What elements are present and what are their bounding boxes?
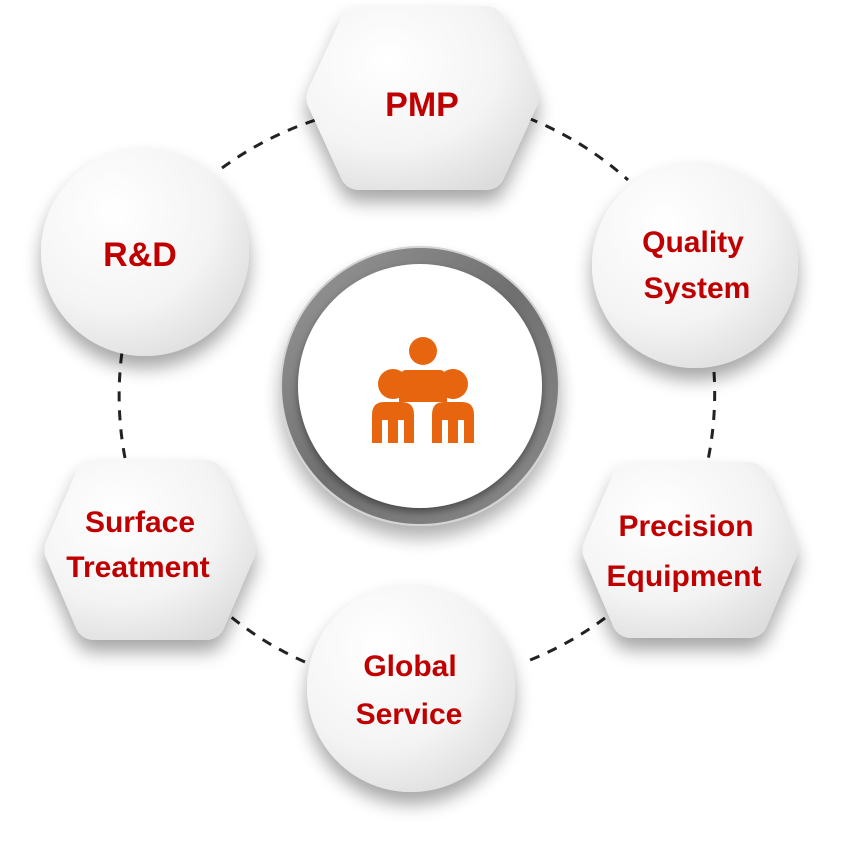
node-label-pmp: PMP — [385, 86, 459, 124]
people-group-icon — [372, 337, 474, 443]
node-label-quality-system-line1: Quality — [642, 226, 744, 259]
node-pmp: PMP — [306, 6, 539, 190]
node-rd: R&D — [41, 148, 249, 356]
node-label-rd: R&D — [103, 236, 177, 274]
node-precision-equipment: Precision Equipment — [582, 462, 798, 638]
node-quality-system: Quality System — [592, 162, 798, 368]
node-label-global-service-line1: Global — [363, 650, 456, 683]
connector-ring — [117, 116, 717, 664]
node-global-service: Global Service — [307, 584, 515, 792]
node-surface-treatment: Surface Treatment — [44, 460, 256, 640]
node-label-surface-treatment-line2: Treatment — [66, 551, 209, 584]
node-label-precision-equipment-line1: Precision — [618, 510, 753, 543]
node-label-quality-system-line2: System — [644, 272, 751, 305]
node-label-global-service-line2: Service — [356, 698, 463, 731]
node-label-precision-equipment-line2: Equipment — [607, 560, 762, 593]
node-label-surface-treatment-line1: Surface — [85, 506, 195, 539]
